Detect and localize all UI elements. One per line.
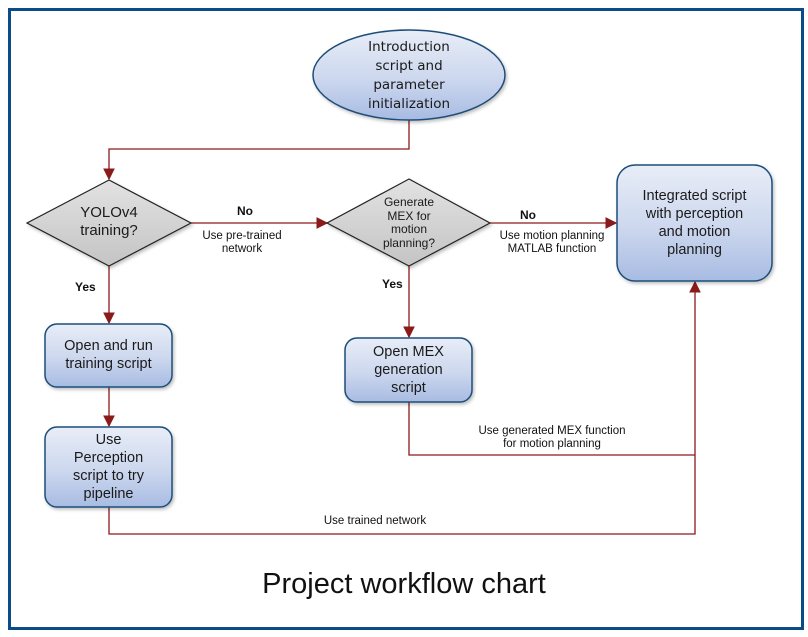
node-integrated-box [616,164,773,282]
edge-mex-yes-branch: Yes [382,277,403,291]
edge-mexgen-label: Use generated MEX function for motion pl… [478,425,626,450]
node-perception-box [44,426,173,508]
edge-yolo-yes-branch: Yes [75,280,96,294]
node-training-box [44,323,173,388]
node-mex-decision-diamond [325,178,492,267]
edge-perception-label: Use trained network [323,515,427,527]
diagram-title: Project workflow chart [262,568,546,600]
edge-yolo-no-label: Use pre-trained network [202,230,282,255]
edge-yolo-no-branch: No [237,204,253,218]
connector-intro-to-yolo [103,120,410,181]
edge-mex-no-label: Use motion planning MATLAB function [499,230,605,255]
connector-mexgen-to-integrated [408,402,695,456]
node-yolo-decision-diamond [25,179,193,267]
node-mexgen-box [344,337,473,403]
connector-perception-to-integrated [108,280,701,535]
edge-mex-no-branch: No [520,208,536,222]
node-intro-ellipse [312,29,506,121]
